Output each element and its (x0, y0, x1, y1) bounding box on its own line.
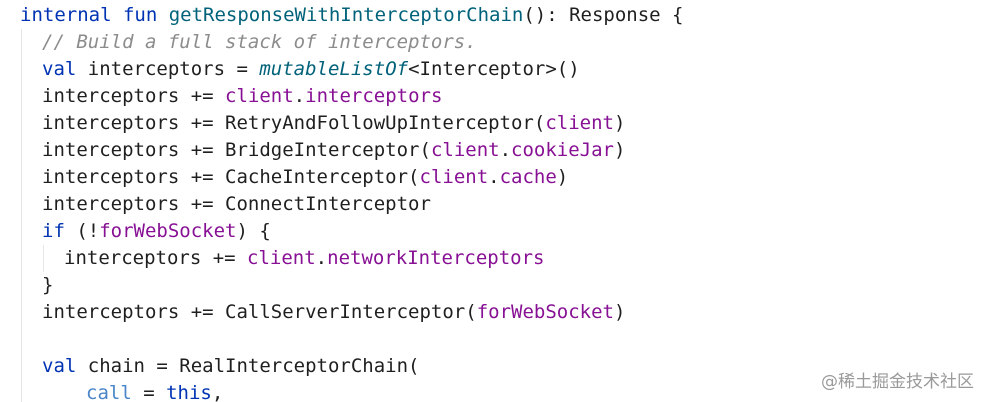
indent-guide (21, 137, 22, 164)
code-text: interceptors = (87, 58, 260, 80)
watermark: @稀土掘金技术社区 (821, 372, 974, 392)
code-line-14: val chain = RealInterceptorChain( (0, 353, 990, 380)
property-ref: forWebSocket (99, 220, 237, 242)
code-line-8: interceptors += ConnectInterceptor (0, 191, 990, 218)
named-argument: call (86, 382, 132, 402)
indent-guide (21, 191, 22, 218)
indent-guide (21, 110, 22, 137)
indent-guide (21, 272, 22, 299)
code-text: interceptors += (64, 247, 248, 269)
function-call: mutableListOf (259, 58, 409, 80)
indent-guide (43, 245, 44, 272)
keyword: if (42, 220, 77, 242)
indent-guide (21, 326, 22, 353)
code-text: . (315, 247, 328, 269)
code-text: ) { (236, 220, 271, 242)
code-text: ) (613, 112, 626, 134)
code-line-4: interceptors += client.interceptors (0, 83, 990, 110)
property-ref: client (225, 85, 294, 107)
property-ref: client (545, 112, 614, 134)
keyword: internal fun (20, 4, 169, 26)
code-text: interceptors += CacheInterceptor( (42, 166, 420, 188)
code-text: (! (76, 220, 100, 242)
property-ref: client (430, 139, 500, 161)
indent-guide (21, 380, 22, 402)
code-line-7: interceptors += CacheInterceptor(client.… (0, 164, 990, 191)
code-text: = (131, 382, 167, 402)
code-text: chain = RealInterceptorChain( (87, 355, 420, 377)
indent-guide (21, 245, 22, 272)
property-ref: client (419, 166, 489, 188)
property-ref: networkInterceptors (327, 247, 545, 269)
indent-guide (21, 299, 22, 326)
code-text: , (211, 382, 224, 402)
indent-guide (21, 29, 22, 56)
function-name: getResponseWithInterceptorChain (168, 4, 524, 26)
code-text: . (499, 139, 512, 161)
indent-guide (21, 83, 22, 110)
code-comment: // Build a full stack of interceptors. (42, 31, 477, 53)
code-line-5: interceptors += RetryAndFollowUpIntercep… (0, 110, 990, 137)
code-line-11: } (0, 272, 990, 299)
code-text: ) (613, 301, 626, 323)
keyword: val (42, 355, 88, 377)
code-line-1: internal fun getResponseWithInterceptorC… (0, 2, 990, 29)
property-ref: interceptors (305, 85, 443, 107)
indent-guide (21, 56, 22, 83)
indent-guide (21, 218, 22, 245)
code-text: } (42, 274, 54, 296)
code-text: . (293, 85, 306, 107)
code-text: (): Response { (523, 4, 684, 26)
code-line-3: val interceptors = mutableListOf<Interce… (0, 56, 990, 83)
code-text: interceptors += BridgeInterceptor( (42, 139, 431, 161)
property-ref: client (247, 247, 316, 269)
code-text: <Interceptor>() (408, 58, 580, 80)
keyword: val (42, 58, 88, 80)
code-text: interceptors += RetryAndFollowUpIntercep… (42, 112, 546, 134)
code-text: . (488, 166, 500, 188)
code-line-10: interceptors += client.networkIntercepto… (0, 245, 990, 272)
indent-guide (21, 353, 22, 380)
code-text: ) (556, 166, 569, 188)
code-line-12: interceptors += CallServerInterceptor(fo… (0, 299, 990, 326)
code-line-9: if (!forWebSocket) { (0, 218, 990, 245)
code-line-15: call = this, (0, 380, 990, 402)
code-text: interceptors += ConnectInterceptor (42, 193, 431, 215)
keyword: this (166, 382, 212, 402)
code-line-13 (0, 326, 990, 353)
property-ref: cookieJar (511, 139, 614, 161)
code-line-2: // Build a full stack of interceptors. (0, 29, 990, 56)
property-ref: forWebSocket (476, 301, 614, 323)
property-ref: cache (499, 166, 557, 188)
code-text: ) (613, 139, 626, 161)
code-text: interceptors += (42, 85, 226, 107)
indent-guide (21, 164, 22, 191)
code-line-6: interceptors += BridgeInterceptor(client… (0, 137, 990, 164)
code-text: interceptors += CallServerInterceptor( (42, 301, 477, 323)
